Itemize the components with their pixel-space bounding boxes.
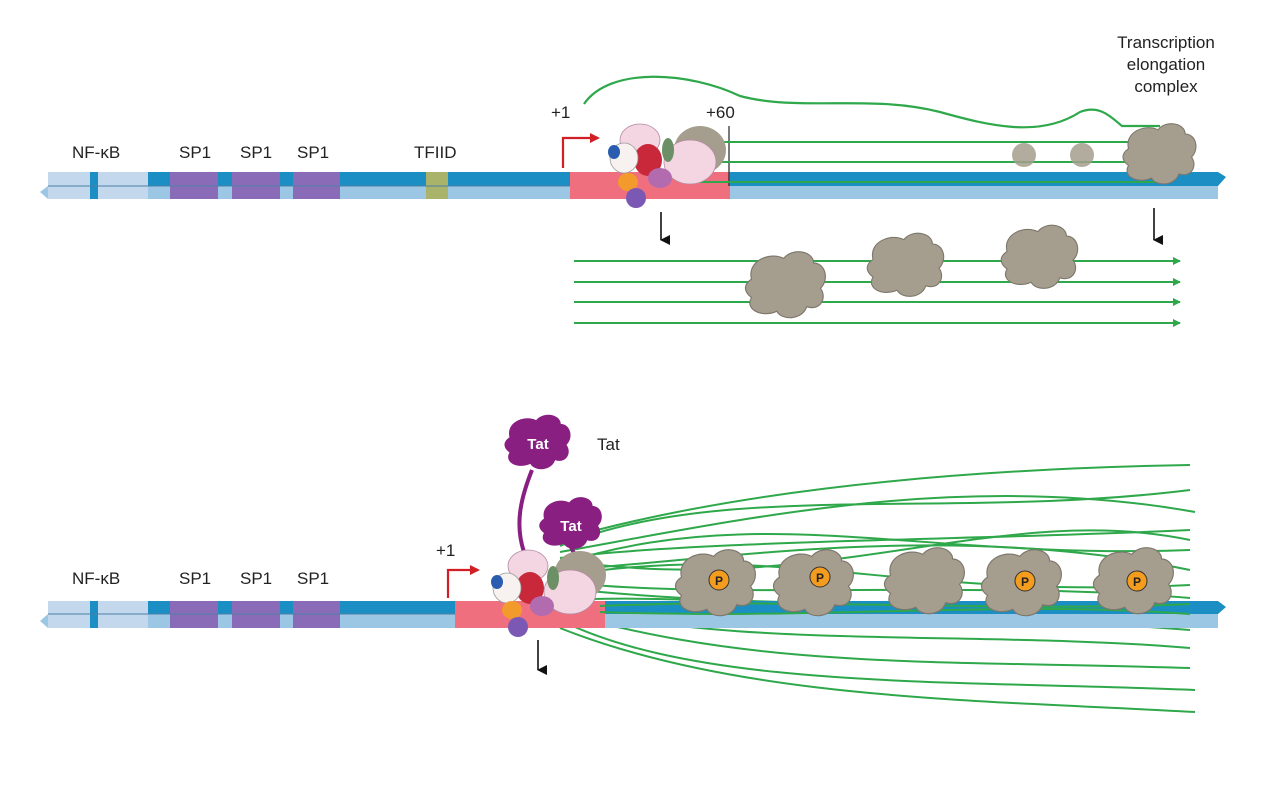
bottom-rna-fan-line-6	[559, 544, 1191, 571]
bottom-label-plus1: +1	[436, 541, 455, 560]
bottom-elongation-complex-2: P	[772, 549, 854, 617]
bottom-tat-free: Tat	[504, 414, 571, 470]
top-paused-factor-1	[1012, 143, 1036, 167]
bottom-phospho-label-2: P	[816, 571, 824, 585]
bottom-phospho-label-1: P	[715, 574, 723, 588]
top-label-plus60: +60	[706, 103, 735, 122]
bottom-rna-fan-line-13	[559, 619, 1196, 691]
top-preinitiation-complex	[608, 123, 726, 208]
top-pic-subunit-orange	[618, 173, 638, 191]
bottom-pic-subunit-green	[547, 566, 559, 590]
top-pic-subunit-violet	[648, 168, 672, 188]
top-released-complex-3	[1000, 224, 1079, 289]
top-elongation-complex	[1122, 123, 1197, 185]
top-label-tec-line3: complex	[1134, 77, 1198, 96]
top-paused-factor-2	[1070, 143, 1094, 167]
bottom-rna-fan-line-5	[559, 533, 1191, 565]
bottom-rna-fan-line-4	[559, 529, 1191, 559]
top-released-complex-2	[866, 232, 945, 297]
top-label-nfkb: NF-κB	[72, 143, 120, 162]
top-label-sp1-3: SP1	[297, 143, 329, 162]
bottom-elongation-complex-3-shape	[883, 547, 965, 615]
bottom-elongation-complex-3	[883, 547, 965, 615]
bottom-label-sp1-2: SP1	[240, 569, 272, 588]
top-pic-subunit-pink-b	[663, 139, 717, 185]
bottom-panel: NF-κB SP1 SP1 SP1 +1 Tat Tat	[40, 414, 1226, 713]
bottom-rna-fan-line-3	[559, 494, 1196, 553]
top-label-tfiid: TFIID	[414, 143, 457, 162]
bottom-rna-fan-line-12	[559, 611, 1191, 669]
bottom-phospho-label-4: P	[1021, 575, 1029, 589]
top-pic-subunit-red	[634, 144, 662, 176]
bottom-rna-fan-line-16	[559, 529, 1191, 571]
bottom-label-sp1-3: SP1	[297, 569, 329, 588]
top-label-tec-line2: elongation	[1127, 55, 1205, 74]
bottom-pic-subunit-violet	[530, 596, 554, 616]
bottom-tat-tether-free	[517, 469, 534, 553]
bottom-phospho-badge-5	[1126, 570, 1148, 592]
bottom-pic-subunit-purple	[508, 617, 528, 637]
bottom-tat-bound-label: Tat	[560, 518, 581, 535]
top-pic-subunit-blue	[608, 145, 620, 159]
top-nascent-rna-transcript	[583, 75, 1160, 129]
top-panel: NF-κB SP1 SP1 SP1 TFIID +1 +60 Transcrip…	[40, 33, 1226, 327]
bottom-phospho-badge-1	[708, 569, 730, 591]
top-pic-subunit-purple	[626, 188, 646, 208]
bottom-tss-arrow	[446, 565, 480, 598]
bottom-elongation-complex-5: P	[1092, 547, 1174, 615]
bottom-phospho-badge-4	[1014, 570, 1036, 592]
top-dna-strand	[40, 172, 1226, 199]
bottom-tat-bound: Tat	[539, 497, 602, 549]
top-label-plus1: +1	[551, 103, 570, 122]
bottom-rna-fan-line-1	[559, 464, 1191, 541]
bottom-pic-subunit-red	[516, 572, 544, 604]
bottom-elongation-complex-1: P	[674, 549, 756, 617]
top-released-complex-1	[744, 251, 826, 319]
bottom-pic-subunit-orange	[502, 601, 522, 619]
bottom-rna-fan-line-14	[559, 627, 1196, 713]
bottom-tat-free-label: Tat	[527, 436, 548, 453]
bottom-phospho-label-5: P	[1133, 575, 1141, 589]
bottom-label-sp1-1: SP1	[179, 569, 211, 588]
top-label-tec-line1: Transcription	[1117, 33, 1215, 52]
top-pic-subunit-green	[662, 138, 674, 162]
bottom-phospho-badge-2	[809, 566, 831, 588]
top-label-sp1-1: SP1	[179, 143, 211, 162]
top-label-sp1-2: SP1	[240, 143, 272, 162]
bottom-preinitiation-complex	[491, 549, 606, 637]
top-tss-arrow	[561, 133, 600, 168]
bottom-pic-subunit-blue	[491, 575, 503, 589]
bottom-label-tat: Tat	[597, 435, 620, 454]
bottom-label-nfkb: NF-κB	[72, 569, 120, 588]
bottom-elongation-complex-4: P	[980, 549, 1062, 617]
